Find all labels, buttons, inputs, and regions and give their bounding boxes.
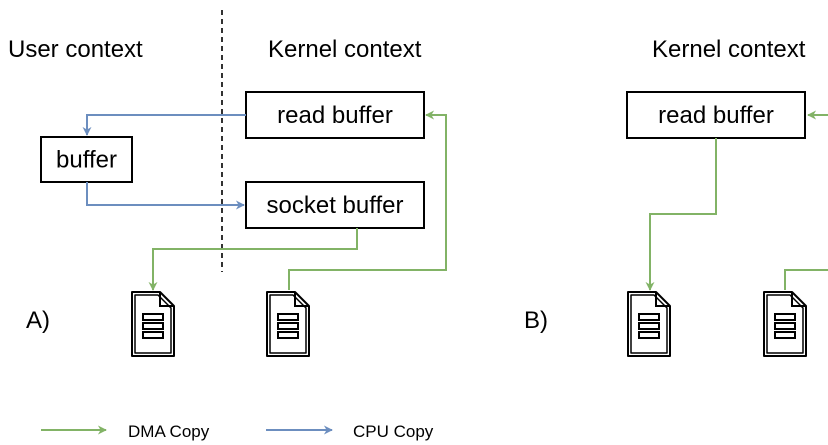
panel-a-marker: A) bbox=[26, 307, 50, 334]
file-icon bbox=[266, 291, 310, 357]
cpu-copy-arrow-read-to-user bbox=[82, 114, 246, 136]
legend: DMA Copy CPU Copy bbox=[41, 422, 434, 441]
legend-cpu-label: CPU Copy bbox=[353, 422, 434, 441]
dma-copy-arrow-file-to-read bbox=[288, 110, 447, 290]
file-icon bbox=[763, 291, 807, 357]
user-context-label: User context bbox=[8, 36, 143, 63]
read-buffer-label: read buffer bbox=[277, 102, 393, 129]
read-buffer-box: read buffer bbox=[626, 91, 806, 139]
socket-buffer-label: socket buffer bbox=[267, 192, 404, 219]
dma-copy-arrow-socket-to-target bbox=[148, 228, 358, 291]
dma-copy-line-file-out bbox=[784, 269, 828, 290]
read-buffer-box: read buffer bbox=[245, 91, 425, 139]
user-buffer-box: buffer bbox=[40, 136, 133, 183]
panel-b-marker: B) bbox=[524, 307, 548, 334]
file-icon bbox=[627, 291, 671, 357]
user-buffer-label: buffer bbox=[56, 147, 117, 174]
read-buffer-label: read buffer bbox=[658, 102, 774, 129]
socket-buffer-box: socket buffer bbox=[245, 181, 425, 229]
cpu-copy-arrow-user-to-socket bbox=[86, 182, 245, 210]
kernel-context-label: Kernel context bbox=[268, 36, 422, 63]
file-icon bbox=[131, 291, 175, 357]
panel-a: User context Kernel context buffer read … bbox=[8, 10, 447, 357]
dma-copy-arrow-read-to-target bbox=[645, 138, 717, 291]
legend-dma-label: DMA Copy bbox=[128, 422, 210, 441]
panel-b: Kernel context read buffer B) bbox=[524, 36, 828, 357]
kernel-context-label: Kernel context bbox=[652, 36, 806, 63]
